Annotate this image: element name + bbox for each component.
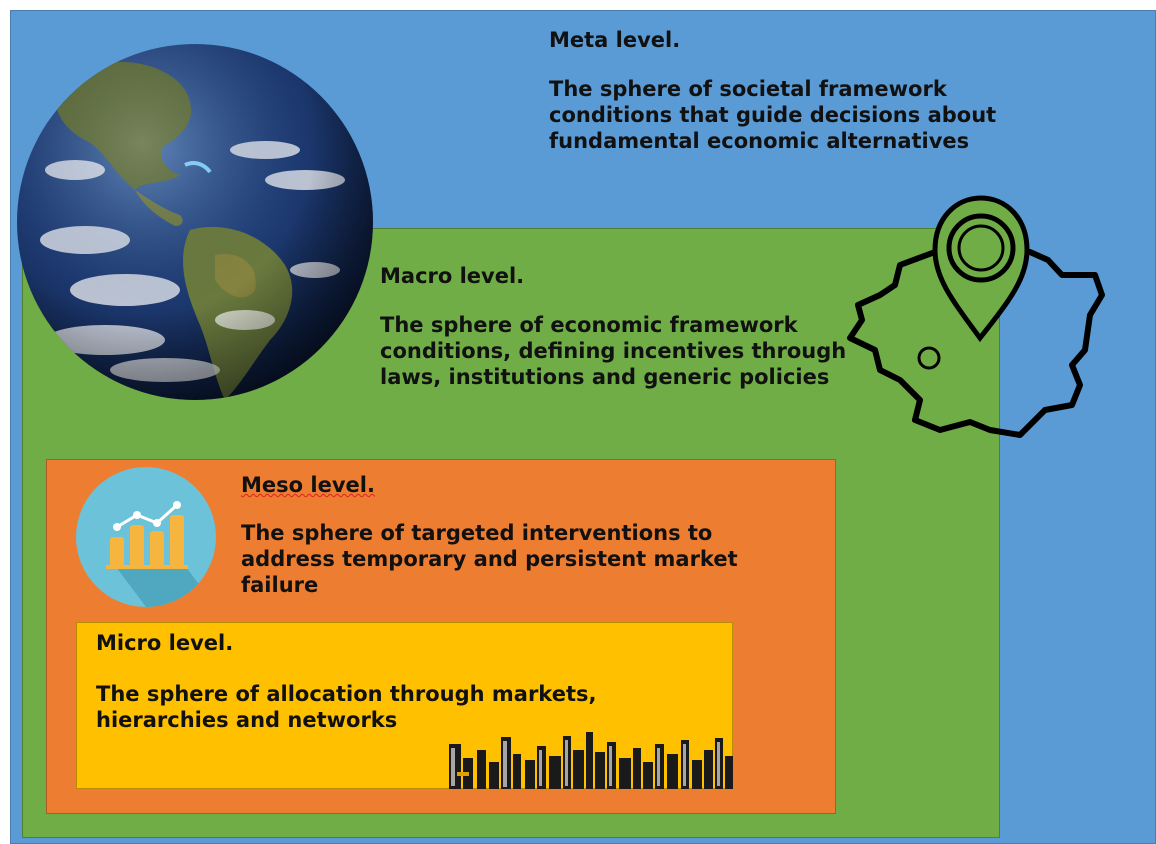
micro-level-title: Micro level. [96,631,234,655]
city-skyline-icon [449,732,733,789]
macro-level-description: The sphere of economic framework conditi… [380,313,847,389]
macro-level-title: Macro level. [380,264,525,288]
meta-level-title: Meta level. [549,28,681,52]
globe-icon [17,44,373,400]
meso-level-title: Meso level. [241,473,375,497]
map-pin-icon [847,195,1105,438]
meta-level-description: The sphere of societal framework conditi… [549,77,997,153]
macro-level-text-area: The sphere of economic framework conditi… [380,312,860,430]
meso-level-description: The sphere of targeted interventions to … [241,521,738,597]
micro-level-description: The sphere of allocation through markets… [96,682,597,732]
bar-chart-icon [76,467,216,607]
